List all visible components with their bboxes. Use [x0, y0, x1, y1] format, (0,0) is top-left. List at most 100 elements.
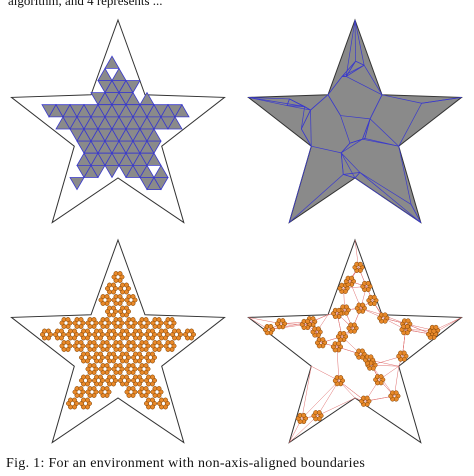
- agent-dot: [118, 347, 122, 351]
- agent-dot: [107, 283, 111, 287]
- agent-dot: [131, 317, 135, 321]
- agent-dot: [118, 340, 122, 344]
- agent-dot: [105, 301, 109, 305]
- agent-dot: [305, 319, 309, 323]
- agent-dot: [137, 359, 141, 363]
- agent-dot: [127, 386, 131, 390]
- agent-dot: [92, 347, 96, 351]
- agent-dot: [66, 340, 70, 344]
- agent-dot: [140, 340, 144, 344]
- agent-dot: [79, 324, 83, 328]
- agent-dot: [79, 386, 83, 390]
- agent-dot: [337, 341, 341, 345]
- agent-dot: [66, 347, 70, 351]
- agent-dot: [79, 317, 83, 321]
- agent-dot: [146, 375, 150, 379]
- agent-dot: [133, 329, 137, 333]
- agent-dot: [85, 382, 89, 386]
- agent-dot: [85, 352, 89, 356]
- agent-dot: [342, 331, 346, 335]
- agent-dot: [92, 363, 96, 367]
- agent-dot: [118, 294, 122, 298]
- agent-dot: [163, 398, 167, 402]
- agent-dot: [92, 324, 96, 328]
- agent-dot: [131, 301, 135, 305]
- star-mesh-icon: [237, 12, 474, 232]
- agent-dot: [133, 352, 137, 356]
- agent-dot: [85, 336, 89, 340]
- agent-dot: [170, 347, 174, 351]
- agent-dot: [150, 375, 154, 379]
- agent-dot: [124, 375, 128, 379]
- agent-dot: [153, 340, 157, 344]
- agent-dot: [101, 340, 105, 344]
- agent-dot: [394, 391, 398, 395]
- agent-dot: [360, 303, 364, 307]
- agent-dot: [189, 329, 193, 333]
- agent-dot: [127, 317, 131, 321]
- agent-dot: [88, 386, 92, 390]
- agent-dot: [92, 393, 96, 397]
- agent-dot: [311, 316, 315, 320]
- agent-dot: [81, 398, 85, 402]
- agent-dot: [176, 336, 180, 340]
- agent-dot: [98, 359, 102, 363]
- agent-dot: [111, 329, 115, 333]
- agent-dot: [360, 349, 364, 353]
- agent-dot: [338, 375, 342, 379]
- agent-dot: [321, 337, 325, 341]
- agent-dot: [344, 305, 348, 309]
- agent-dot: [131, 347, 135, 351]
- agent-dot: [79, 393, 83, 397]
- agent-dot: [137, 336, 141, 340]
- agent-dot: [101, 294, 105, 298]
- agent-dot: [172, 329, 176, 333]
- agent-dot: [124, 359, 128, 363]
- agent-dot: [105, 317, 109, 321]
- agent-dot: [101, 386, 105, 390]
- agent-dot: [98, 382, 102, 386]
- agent-dot: [137, 329, 141, 333]
- agent-dot: [189, 336, 193, 340]
- agent-dot: [170, 340, 174, 344]
- agent-dot: [46, 329, 50, 333]
- agent-dot: [131, 294, 135, 298]
- agent-dot: [75, 317, 79, 321]
- agent-dot: [75, 386, 79, 390]
- agent-dot: [150, 336, 154, 340]
- panel-voronoi-agents: [237, 232, 474, 452]
- agent-dot: [59, 329, 63, 333]
- agent-dot: [118, 271, 122, 275]
- star-agents-icon: [0, 232, 237, 452]
- agent-dot: [85, 329, 89, 333]
- agent-dot: [131, 393, 135, 397]
- agent-dot: [68, 398, 72, 402]
- agent-dot: [131, 370, 135, 374]
- agent-dot: [159, 398, 163, 402]
- agent-dot: [163, 336, 167, 340]
- agent-dot: [150, 329, 154, 333]
- agent-dot: [127, 340, 131, 344]
- agent-dot: [42, 329, 46, 333]
- agent-dot: [352, 323, 356, 327]
- agent-dot: [98, 375, 102, 379]
- agent-dot: [133, 375, 137, 379]
- agent-dot: [118, 370, 122, 374]
- agent-dot: [94, 329, 98, 333]
- agent-dot: [105, 340, 109, 344]
- agent-dot: [105, 370, 109, 374]
- agent-dot: [146, 329, 150, 333]
- agent-dot: [105, 363, 109, 367]
- agent-dot: [114, 340, 118, 344]
- agent-dot: [118, 317, 122, 321]
- star-filled: [249, 20, 462, 223]
- agent-dot: [124, 382, 128, 386]
- agent-dot: [94, 375, 98, 379]
- agent-dot: [146, 352, 150, 356]
- agent-dot: [369, 355, 373, 359]
- agent-dot: [157, 324, 161, 328]
- agent-dot: [120, 375, 124, 379]
- agent-dot: [432, 329, 436, 333]
- agent-dot: [383, 313, 387, 317]
- agent-dot: [72, 398, 76, 402]
